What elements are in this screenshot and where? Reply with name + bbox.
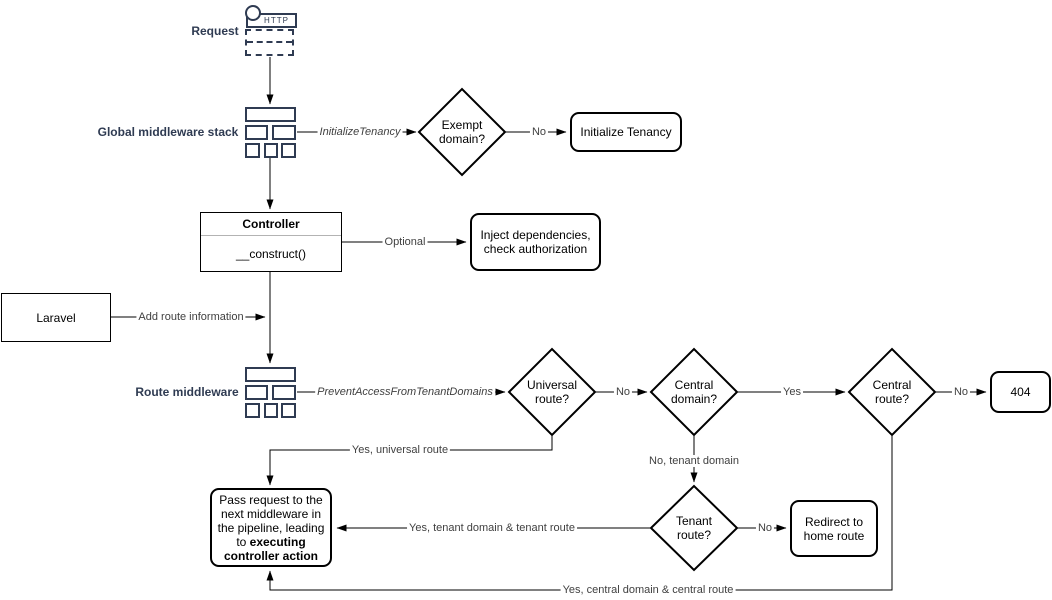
controller-box: Controller __construct() [200, 212, 342, 272]
exempt-domain-label: Exempt domain? [438, 118, 486, 146]
edge-label-tenant-domain-no: No, tenant domain [647, 455, 741, 467]
global-middleware-stack-icon [245, 107, 296, 158]
pass-request-box: Pass request to the next middleware in t… [210, 488, 332, 567]
edge-label-exempt-no: No [529, 126, 549, 138]
decision-exempt-domain [417, 87, 507, 177]
edge-label-add-route-information: Add route information [136, 311, 246, 323]
request-http-label: HTTP [264, 16, 289, 25]
edge-label-tenant-yes: Yes, tenant domain & tenant route [407, 522, 577, 534]
request-body-divider [247, 41, 292, 43]
controller-title: Controller [201, 213, 341, 236]
request-label: Request [191, 24, 239, 38]
universal-route-label: Universal route? [526, 378, 577, 406]
inject-dependencies-box: Inject dependencies, check authorization [470, 213, 601, 271]
edge-label-central-domain-yes: Yes [781, 386, 803, 398]
404-box: 404 [990, 371, 1051, 413]
decision-tenant-route [649, 484, 739, 572]
initialize-tenancy-box: Initialize Tenancy [570, 112, 682, 152]
edge-universal-route-to-pass-request [266, 435, 553, 486]
edge-label-universal-yes: Yes, universal route [349, 444, 451, 456]
tenant-route-label: Tenant route? [675, 514, 713, 542]
decision-universal-route [507, 347, 597, 437]
edge-label-optional: Optional [382, 236, 428, 248]
route-middleware-label: Route middleware [135, 385, 239, 399]
central-domain-label: Central domain? [670, 378, 718, 406]
route-middleware-icon [245, 367, 296, 418]
controller-construct-method: __construct() [235, 247, 307, 261]
central-route-label: Central route? [872, 378, 912, 406]
request-circle-icon [245, 5, 261, 21]
pass-request-text: Pass request to the next middleware in t… [212, 491, 330, 565]
edge-label-initialize-tenancy: InitializeTenancy [317, 126, 403, 138]
laravel-box: Laravel [1, 293, 111, 342]
pass-request-text-normal: Pass request to the next middleware in t… [217, 492, 325, 549]
decision-central-domain [649, 347, 739, 437]
edge-label-central-yes: Yes, central domain & central route [560, 584, 736, 596]
edge-label-prevent-access: PreventAccessFromTenantDomains [315, 386, 495, 398]
edge-label-central-route-no: No [951, 386, 971, 398]
global-middleware-stack-label: Global middleware stack [97, 125, 239, 139]
redirect-home-box: Redirect to home route [790, 500, 878, 557]
pass-request-text-bold: executing controller action [223, 534, 318, 563]
request-body-icon [245, 29, 294, 56]
decision-central-route [847, 347, 937, 437]
edge-label-tenant-route-no: No [755, 522, 775, 534]
edge-label-universal-no: No [613, 386, 633, 398]
http-request-icon: HTTP [245, 5, 297, 57]
